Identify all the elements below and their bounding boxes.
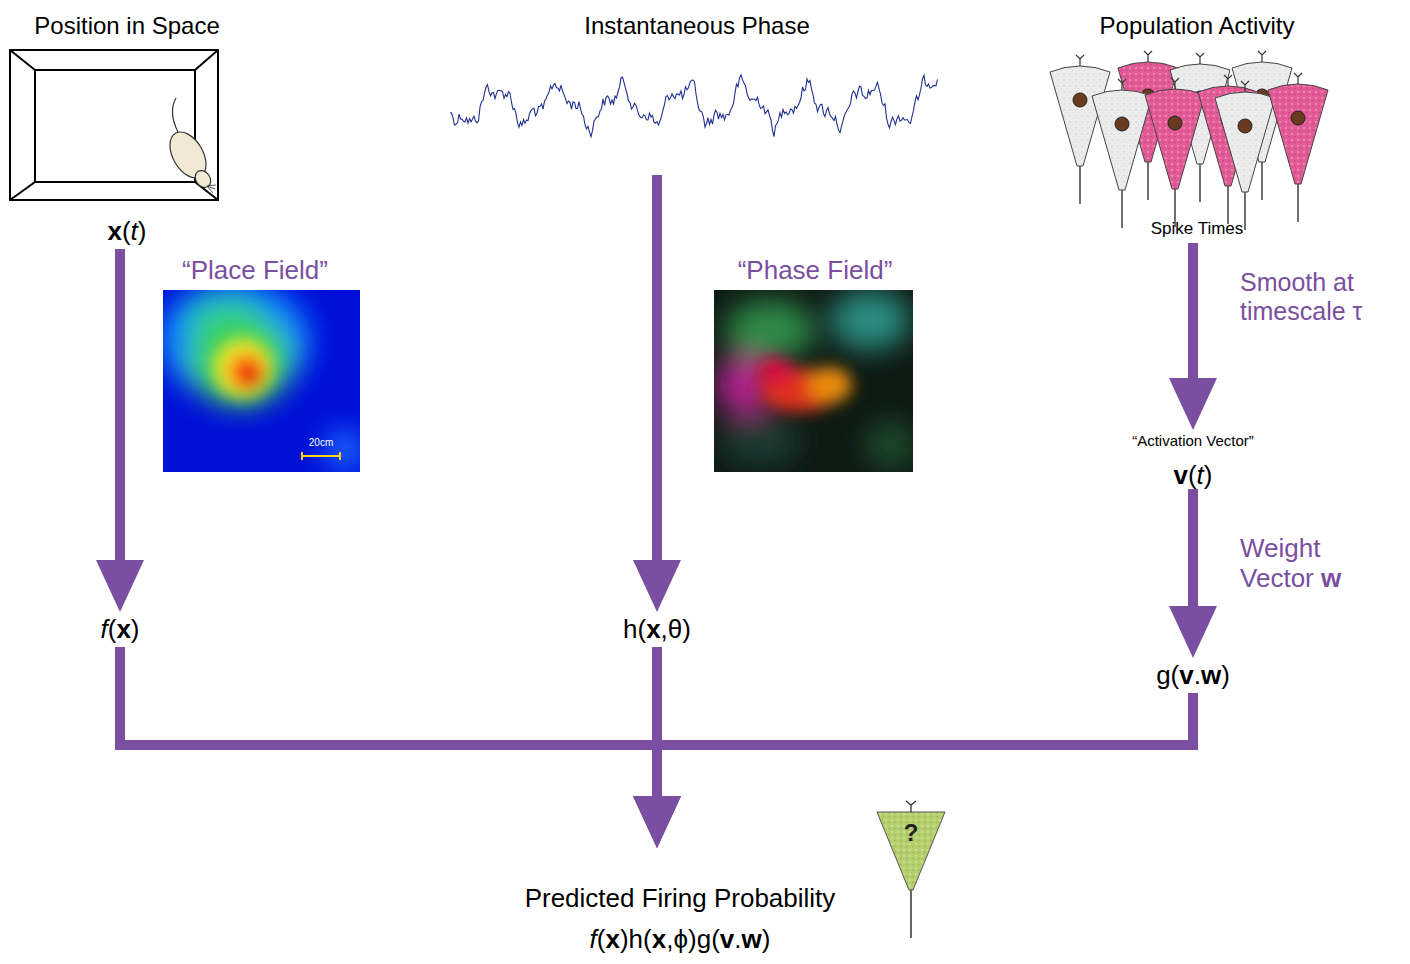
arrowhead <box>633 796 681 848</box>
text-node: g(v.w) <box>1148 658 1238 698</box>
arrow-shaft <box>1188 494 1198 609</box>
arena <box>10 50 218 200</box>
neuron-population <box>1050 51 1328 230</box>
node-text: f(x) <box>100 615 139 645</box>
scale-bar <box>301 452 303 460</box>
node-text: g(v.w) <box>1156 661 1230 691</box>
flow-arrow <box>1169 248 1217 430</box>
lfp-trace <box>450 75 938 137</box>
node-text: Instantaneous Phase <box>584 12 810 40</box>
arrow-shaft <box>120 652 657 799</box>
arrowhead <box>1169 378 1217 430</box>
arrow-shaft <box>1188 248 1198 381</box>
arrowhead <box>633 796 681 848</box>
arrow-shaft <box>652 180 662 563</box>
scale-label: 20cm <box>309 437 333 449</box>
scale-bar <box>339 452 341 460</box>
arrowhead <box>633 560 681 612</box>
neuron-node: ? <box>872 800 950 940</box>
panel-label: “Place Field” <box>182 256 328 286</box>
text-node: “Activation Vector” v(t) <box>1118 430 1268 494</box>
scale-bar <box>302 455 340 457</box>
edge-label: Smooth at timescale τ <box>1240 268 1402 326</box>
node-text: Population Activity <box>1100 12 1295 40</box>
text-node: Position in Space x(t) <box>17 8 237 254</box>
phase-field-heatmap <box>714 290 913 472</box>
text-node: Instantaneous Phase <box>447 8 947 180</box>
text-node: h(x,θ) <box>615 612 699 652</box>
flow-arrow <box>633 698 1193 848</box>
text-node: Predicted Firing Probability f(x)h(x,ϕ)g(… <box>517 848 844 960</box>
mouse <box>163 98 216 193</box>
place-field-heatmap <box>163 290 360 472</box>
node-text: “Activation Vector” <box>1132 432 1254 449</box>
pyramidal-cell <box>1145 78 1205 227</box>
arrowhead <box>1169 606 1217 658</box>
pyramidal-cell <box>1092 79 1152 228</box>
text-node: f(x) <box>90 612 150 652</box>
node-text: v(t) <box>1173 461 1212 491</box>
pyramidal-cell <box>1215 81 1275 230</box>
flow-arrow <box>120 652 681 848</box>
pyramidal-cell <box>1050 55 1110 204</box>
text-node: Population ActivitySpike Times <box>1047 8 1347 248</box>
arrowhead <box>633 796 681 848</box>
node-text: f(x)h(x,ϕ)g(v.w) <box>590 925 771 955</box>
flow-arrow <box>633 180 681 612</box>
pyramidal-cell <box>1268 73 1328 222</box>
node-text: Spike Times <box>1151 219 1244 239</box>
panel-label: “Phase Field” <box>738 256 893 286</box>
symbol-mark: ? <box>904 819 919 847</box>
node-text: h(x,θ) <box>623 615 691 645</box>
arrow-shaft <box>657 698 1193 799</box>
flow-arrow <box>96 254 144 612</box>
node-text: Predicted Firing Probability <box>525 884 836 914</box>
arrowhead <box>96 560 144 612</box>
node-text: Position in Space <box>34 12 219 40</box>
lfp-trace <box>450 75 938 137</box>
arrow-shaft <box>115 254 125 563</box>
node-text: x(t) <box>107 217 146 247</box>
edge-label: Weight Vector w <box>1240 534 1390 594</box>
flow-arrow <box>1169 494 1217 658</box>
